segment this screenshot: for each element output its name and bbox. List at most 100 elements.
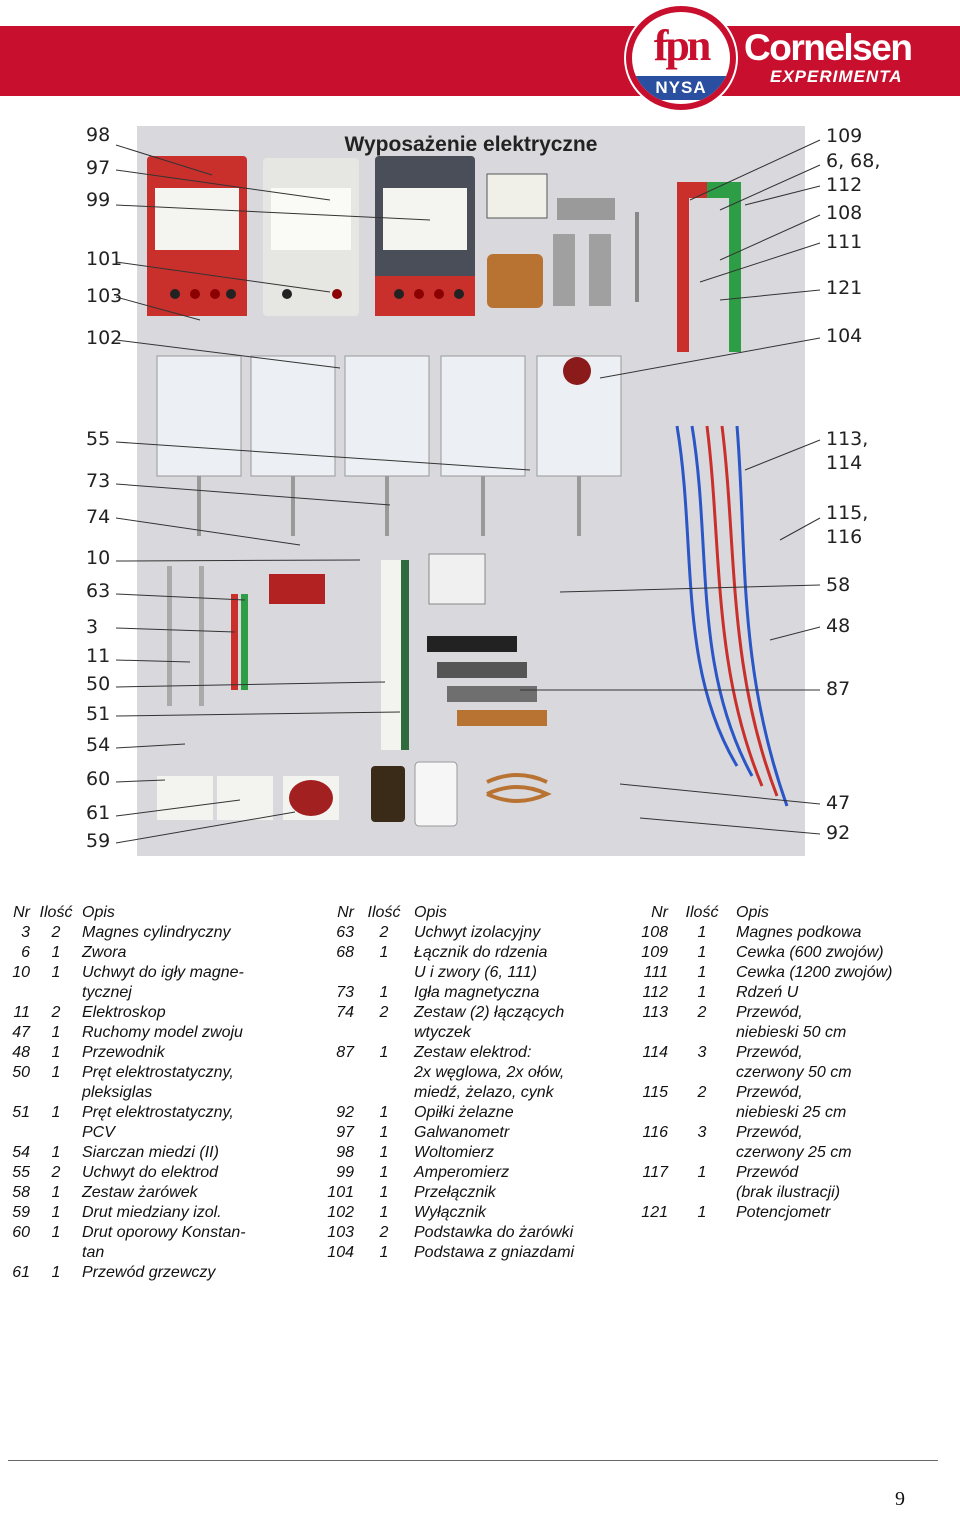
item-description: Pręt elektrostatyczny, <box>82 1104 234 1121</box>
item-number: 98 <box>336 1144 354 1161</box>
item-quantity: 1 <box>51 1184 61 1201</box>
item-number: 47 <box>12 1024 30 1041</box>
item-quantity: 2 <box>51 1004 61 1021</box>
item-number: 87 <box>336 1044 354 1061</box>
item-quantity: 1 <box>697 924 707 941</box>
item-number <box>318 1083 354 1103</box>
item-description: Ruchomy model zwoju <box>82 1024 243 1041</box>
item-number: 121 <box>641 1204 668 1221</box>
item-number <box>632 1063 668 1083</box>
callout-label: 87 <box>826 678 851 700</box>
item-number: 108 <box>641 924 668 941</box>
item-description: Amperomierz <box>414 1164 510 1181</box>
item-number: 92 <box>336 1104 354 1121</box>
item-description: tycznej <box>82 984 132 1001</box>
item-number: 3 <box>21 924 30 941</box>
item-quantity: 1 <box>51 1104 61 1121</box>
item-quantity: 1 <box>51 964 61 981</box>
item-description: wtyczek <box>414 1024 471 1041</box>
item-quantity <box>30 983 82 1003</box>
equipment-photo: Wyposażenie elektryczne <box>137 126 805 856</box>
item-quantity: 1 <box>379 1124 389 1141</box>
legend-header-qty: Ilość <box>685 904 719 921</box>
brand-subtitle: EXPERIMENTA <box>770 67 903 86</box>
callout-label: 54 <box>86 734 111 756</box>
item-number: 10 <box>12 964 30 981</box>
callout-label: 99 <box>86 189 111 211</box>
item-description: Podstawka do żarówki <box>414 1224 574 1241</box>
item-description: niebieski 50 cm <box>736 1024 847 1041</box>
item-description: Przewód <box>736 1164 799 1181</box>
item-quantity: 1 <box>51 1064 61 1081</box>
item-number <box>318 963 354 983</box>
legend-row: pleksiglas <box>4 1083 262 1103</box>
item-number <box>632 1143 668 1163</box>
item-number: 104 <box>327 1244 354 1261</box>
callout-label: 101 <box>86 248 123 270</box>
item-number: 68 <box>336 944 354 961</box>
callout-label: 121 <box>826 277 863 299</box>
item-quantity: 2 <box>697 1004 707 1021</box>
item-description: Uchwyt do igły magne- <box>82 964 244 981</box>
item-description: Uchwyt do elektrod <box>82 1164 219 1181</box>
item-number <box>4 1083 30 1103</box>
item-number: 97 <box>336 1124 354 1141</box>
legend-row: wtyczek <box>318 1023 614 1043</box>
item-quantity: 1 <box>697 944 707 961</box>
callout-label: 48 <box>826 615 851 637</box>
callout-label: 92 <box>826 822 851 844</box>
equipment-illustration <box>147 156 789 827</box>
item-description: Przewód, <box>736 1084 803 1101</box>
legend-row: U i zwory (6, 111) <box>318 963 614 983</box>
item-quantity: 1 <box>379 1104 389 1121</box>
item-quantity: 1 <box>51 1224 61 1241</box>
item-quantity: 1 <box>379 1244 389 1261</box>
item-description: pleksiglas <box>82 1084 153 1101</box>
callout-label: 59 <box>86 830 111 852</box>
legend-row: (brak ilustracji) <box>632 1183 936 1203</box>
item-description: Przewodnik <box>82 1044 165 1061</box>
item-quantity <box>354 1063 414 1083</box>
item-quantity <box>668 1103 736 1123</box>
legend-row: miedź, żelazo, cynk <box>318 1083 614 1103</box>
item-number <box>632 1023 668 1043</box>
item-description: czerwony 50 cm <box>736 1064 852 1081</box>
callout-label: 98 <box>86 124 111 146</box>
item-number: 60 <box>12 1224 30 1241</box>
callout-label: 102 <box>86 327 123 349</box>
footer-rule <box>8 1460 938 1461</box>
item-quantity: 1 <box>697 964 707 981</box>
item-description: Przewód, <box>736 1124 803 1141</box>
legend-header-qty: Ilość <box>39 904 73 921</box>
logo-mark: fpn <box>653 21 712 70</box>
item-description: U i zwory (6, 111) <box>414 964 537 981</box>
item-number <box>632 1183 668 1203</box>
legend-header-desc: Opis <box>736 904 769 921</box>
item-description: Drut miedziany izol. <box>82 1204 222 1221</box>
item-number: 117 <box>642 1164 668 1181</box>
item-quantity: 2 <box>51 1164 61 1181</box>
item-number <box>4 1123 30 1143</box>
